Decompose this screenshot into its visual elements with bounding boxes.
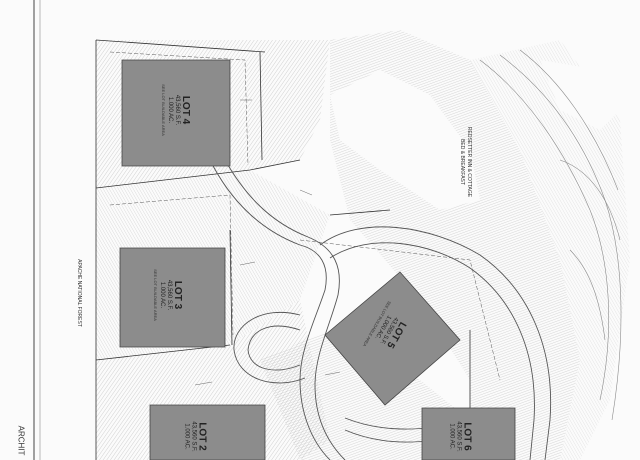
lot-6-title: LOT 6 <box>461 422 473 451</box>
lot-4-pad <box>121 59 231 167</box>
open-area-east <box>540 60 620 130</box>
lot-4-acres: 1.000 AC. <box>166 96 173 124</box>
lot-3-label: LOT 3 43,560 S.F. 1.000 AC. SEE LOT BUIL… <box>153 269 183 321</box>
lot-2-label: LOT 2 43,560 S.F. 1.000 AC. <box>183 421 208 451</box>
lot-4-sqft: 43,560 S.F. <box>173 94 180 126</box>
road <box>209 159 552 460</box>
lot-2-sqft: 43,560 S.F. <box>190 421 197 452</box>
lot-pads <box>119 59 516 460</box>
contour-lines-east <box>479 49 622 421</box>
lot-3-title: LOT 3 <box>171 280 183 310</box>
lot-3-acres: 1.000 AC. <box>158 281 165 309</box>
lot-6-sqft: 43,560 S.F. <box>455 421 462 452</box>
lot-6-label: LOT 6 43,560 S.F. 1.000 AC. <box>448 421 473 451</box>
title-block-label: ARCHIT <box>16 425 26 456</box>
lot-4-label: LOT 4 43,560 S.F. 1.000 AC. SEE LOT BUIL… <box>161 84 191 136</box>
lot-6-pad <box>421 407 516 460</box>
lot-2-title: LOT 2 <box>196 422 208 451</box>
cottage-label-line2: BED & BREAKFAST <box>459 139 466 185</box>
lot-4-title: LOT 4 <box>179 95 191 125</box>
lot-3-pad <box>119 247 226 348</box>
forest-label: APACHE NATIONAL FOREST <box>75 259 82 327</box>
cottage-label-line1: REDSETTER INN & COTTAGE <box>466 126 473 198</box>
open-area-upper <box>330 70 480 210</box>
lot-2-acres: 1.000 AC. <box>183 423 190 450</box>
lot-5-pad <box>324 271 461 406</box>
lot-4-note: SEE LOT BUILDABLE AREA <box>160 84 166 136</box>
cottage-label: REDSETTER INN & COTTAGE BED & BREAKFAST <box>458 127 472 197</box>
lot-6-acres: 1.000 AC. <box>448 423 455 450</box>
lot-2-pad <box>149 404 266 460</box>
lot-3-sqft: 43,560 S.F. <box>165 279 172 311</box>
dimension-ticks <box>194 99 341 386</box>
lot-3-note: SEE LOT BUILDABLE AREA <box>152 269 158 321</box>
